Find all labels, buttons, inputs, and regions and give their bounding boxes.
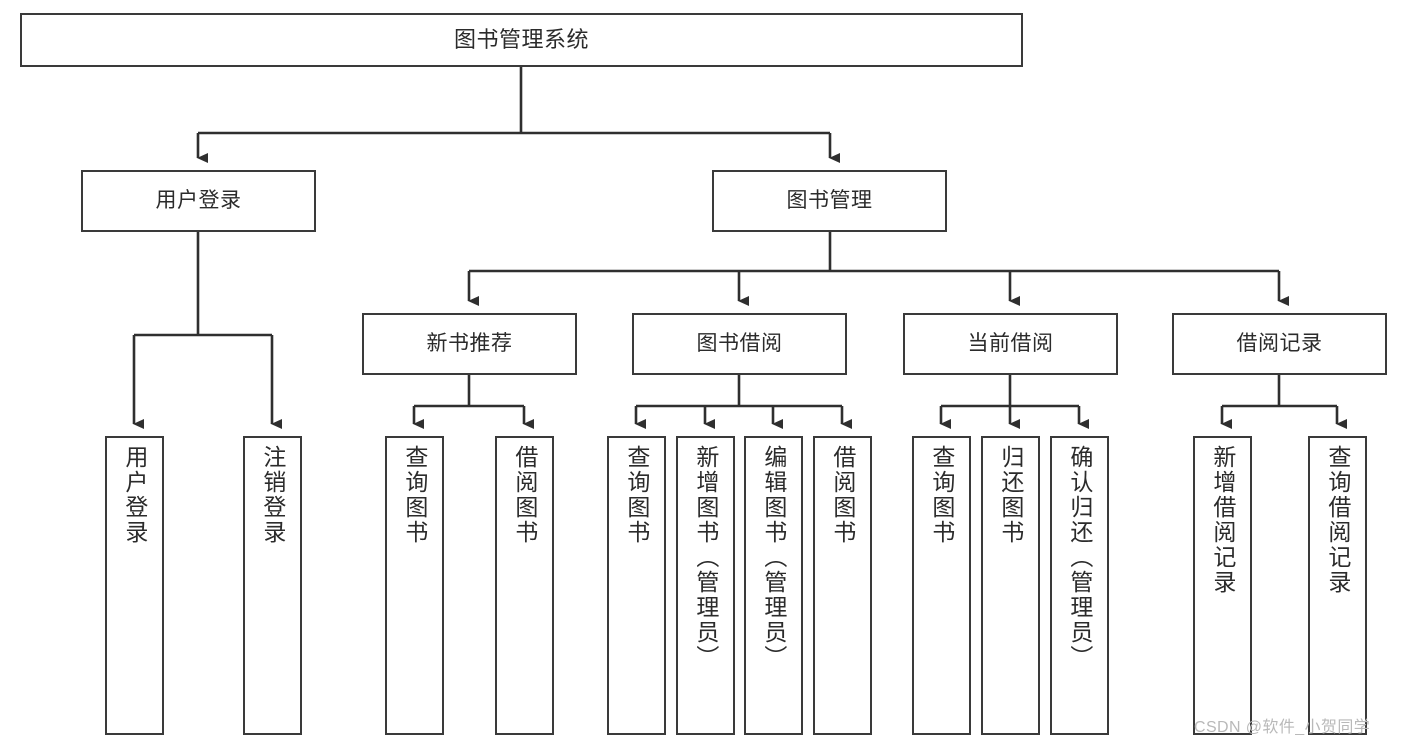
- node-leaf-add-record[interactable]: 新增借阅记录: [1193, 436, 1252, 735]
- node-book-borrow-label: 图书借阅: [696, 331, 783, 355]
- node-leaf-query-book-2-label: 查询图书: [623, 445, 650, 545]
- node-leaf-query-record-label: 查询借阅记录: [1324, 445, 1351, 595]
- node-leaf-confirm-return-label: 确认归还（管理员）: [1066, 445, 1093, 670]
- node-leaf-user-logout[interactable]: 注销登录: [243, 436, 302, 735]
- node-borrow-record[interactable]: 借阅记录: [1172, 313, 1387, 375]
- node-leaf-borrow-book-2-label: 借阅图书: [829, 445, 856, 545]
- node-current-borrow-label: 当前借阅: [967, 331, 1054, 355]
- node-current-borrow[interactable]: 当前借阅: [903, 313, 1118, 375]
- node-leaf-add-book-label: 新增图书（管理员）: [692, 445, 719, 670]
- node-borrow-record-label: 借阅记录: [1236, 331, 1323, 355]
- node-leaf-query-book-2[interactable]: 查询图书: [607, 436, 666, 735]
- node-leaf-edit-book[interactable]: 编辑图书（管理员）: [744, 436, 803, 735]
- node-root-label: 图书管理系统: [453, 27, 589, 53]
- node-leaf-query-book-3[interactable]: 查询图书: [912, 436, 971, 735]
- node-new-book-rec-label: 新书推荐: [426, 331, 513, 355]
- node-leaf-query-book-1[interactable]: 查询图书: [385, 436, 444, 735]
- node-book-manage-label: 图书管理: [786, 188, 873, 212]
- node-leaf-user-login-label: 用户登录: [121, 445, 148, 545]
- node-leaf-return-book-label: 归还图书: [997, 445, 1024, 545]
- node-leaf-return-book[interactable]: 归还图书: [981, 436, 1040, 735]
- node-leaf-query-book-1-label: 查询图书: [401, 445, 428, 545]
- node-leaf-user-logout-label: 注销登录: [259, 445, 286, 545]
- node-user-login-label: 用户登录: [155, 188, 242, 212]
- node-new-book-rec[interactable]: 新书推荐: [362, 313, 577, 375]
- node-leaf-borrow-book-1[interactable]: 借阅图书: [495, 436, 554, 735]
- node-book-manage[interactable]: 图书管理: [712, 170, 947, 232]
- node-leaf-edit-book-label: 编辑图书（管理员）: [760, 445, 787, 670]
- node-root[interactable]: 图书管理系统: [20, 13, 1023, 67]
- node-leaf-confirm-return[interactable]: 确认归还（管理员）: [1050, 436, 1109, 735]
- node-user-login[interactable]: 用户登录: [81, 170, 316, 232]
- node-leaf-query-record[interactable]: 查询借阅记录: [1308, 436, 1367, 735]
- node-leaf-borrow-book-1-label: 借阅图书: [511, 445, 538, 545]
- node-leaf-add-record-label: 新增借阅记录: [1209, 445, 1236, 595]
- node-book-borrow[interactable]: 图书借阅: [632, 313, 847, 375]
- node-leaf-add-book[interactable]: 新增图书（管理员）: [676, 436, 735, 735]
- node-leaf-borrow-book-2[interactable]: 借阅图书: [813, 436, 872, 735]
- node-leaf-user-login[interactable]: 用户登录: [105, 436, 164, 735]
- csdn-watermark: CSDN @软件_小贺同学: [1194, 719, 1371, 736]
- node-leaf-query-book-3-label: 查询图书: [928, 445, 955, 545]
